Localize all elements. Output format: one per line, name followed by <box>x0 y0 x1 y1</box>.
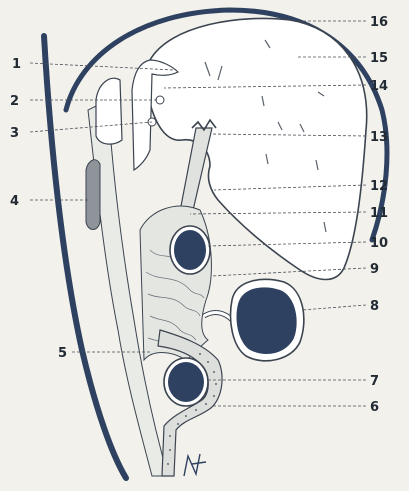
small-node-1 <box>156 96 164 104</box>
label-16: 16 <box>370 15 388 30</box>
dark-node-lower-core <box>168 362 204 402</box>
label-15: 15 <box>370 51 388 66</box>
label-1: 1 <box>12 57 21 72</box>
label-2: 2 <box>10 94 19 109</box>
label-14: 14 <box>370 79 388 94</box>
label-3: 3 <box>10 126 19 141</box>
label-12: 12 <box>370 179 388 194</box>
label-6: 6 <box>370 400 379 415</box>
label-11: 11 <box>370 206 388 221</box>
grey-body <box>86 160 100 230</box>
upper-pouch <box>96 78 122 144</box>
dark-node-upper-core <box>174 230 206 270</box>
label-8: 8 <box>370 299 379 314</box>
label-7: 7 <box>370 374 379 389</box>
label-13: 13 <box>370 130 388 145</box>
dark-body-large-core <box>237 287 297 354</box>
label-5: 5 <box>58 346 67 361</box>
signature-mark <box>184 454 206 476</box>
label-4: 4 <box>10 194 19 209</box>
label-10: 10 <box>370 236 388 251</box>
label-9: 9 <box>370 262 379 277</box>
